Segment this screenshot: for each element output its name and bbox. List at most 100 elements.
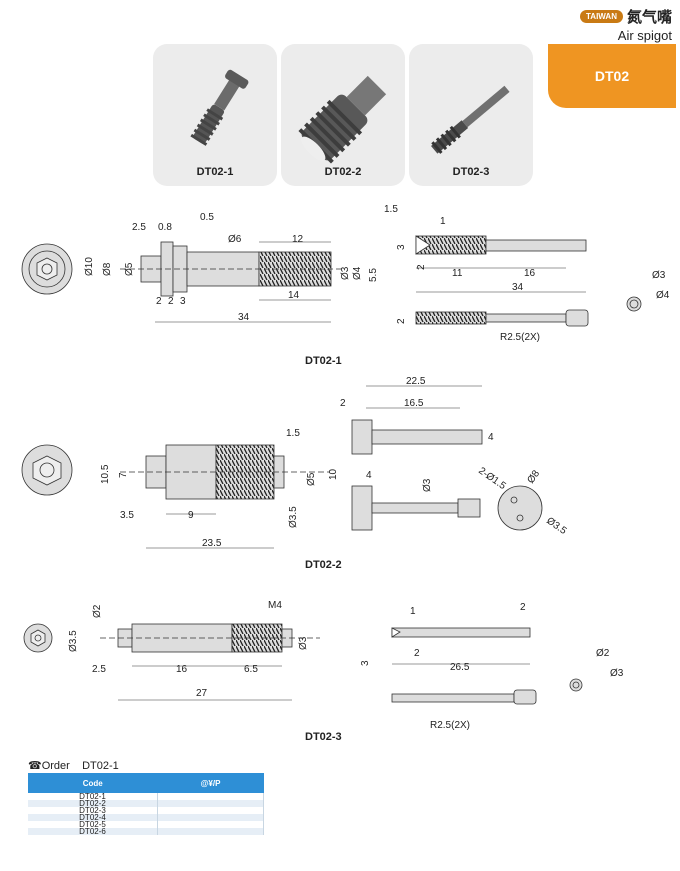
- dim-label: 10.5: [100, 464, 111, 484]
- price-cell[interactable]: [157, 807, 264, 814]
- phone-icon: ☎: [28, 760, 42, 772]
- code-cell: DT02-6: [28, 828, 158, 836]
- dim-label: 2-Ø1.5: [476, 465, 508, 492]
- photo-caption: DT02-1: [196, 166, 234, 178]
- dim-label: 1.5: [384, 204, 398, 215]
- price-cell[interactable]: [157, 828, 264, 835]
- dim-label: Ø6: [228, 234, 242, 245]
- dim-label: Ø2: [92, 604, 103, 618]
- dim-label: Ø3: [340, 266, 351, 280]
- dim-label: 5.5: [368, 268, 379, 282]
- dim-label: 27: [196, 688, 208, 699]
- dim-label: 1: [410, 606, 416, 617]
- table-row: DT02-1: [28, 793, 264, 801]
- taiwan-logo: TAIWAN: [580, 10, 623, 23]
- title-zh: 氮气嘴: [626, 9, 672, 26]
- technical-drawings: 2.5 0.8 0.5 Ø6 12 Ø10 Ø8 Ø5 Ø3 Ø4 5.5 2 …: [21, 204, 670, 743]
- price-cell[interactable]: [157, 800, 264, 807]
- dim-label: 4: [366, 470, 372, 481]
- dim-label: 3: [180, 296, 186, 307]
- dim-label: Ø4: [656, 290, 670, 301]
- dim-label: Ø8: [525, 468, 542, 486]
- dim-label: Ø3: [422, 478, 433, 492]
- drawing-caption-dt02-1: DT02-1: [305, 355, 342, 367]
- spigot-photo-icon: [298, 75, 387, 164]
- dim-label: 2: [416, 264, 427, 270]
- dim-label: 2: [168, 296, 174, 307]
- table-row: DT02-3: [28, 807, 264, 815]
- dim-label: 11: [452, 268, 463, 279]
- dim-label: Ø8: [102, 262, 113, 276]
- dim-label: 1: [440, 216, 446, 227]
- dim-label: Ø3.5: [68, 630, 79, 652]
- dim-label: 0.5: [200, 212, 214, 223]
- dim-label: 23.5: [202, 538, 222, 549]
- dim-label: 4: [488, 432, 494, 443]
- dim-label: Ø10: [84, 257, 95, 276]
- photo-dt02-2: DT02-2: [281, 44, 405, 186]
- dim-label: 16: [524, 268, 536, 279]
- dim-label: Ø3.5: [288, 506, 299, 528]
- dim-label: 3.5: [120, 510, 134, 521]
- order-label: Order: [41, 760, 70, 772]
- dim-label: 2: [156, 296, 162, 307]
- dim-label: 9: [188, 510, 194, 521]
- dim-label: Ø3: [298, 636, 309, 650]
- dim-label: 22.5: [406, 376, 426, 387]
- code-cell: DT02-1: [28, 793, 158, 801]
- dim-label: 2: [414, 648, 420, 659]
- title-en: Air spigot: [617, 28, 672, 43]
- table-row: DT02-6: [28, 828, 264, 836]
- dim-label: 26.5: [450, 662, 470, 673]
- dim-label: 2: [340, 398, 346, 409]
- photo-caption: DT02-2: [324, 166, 362, 178]
- code-cell: DT02-2: [28, 800, 158, 808]
- table-row: DT02-2: [28, 800, 264, 808]
- price-cell[interactable]: [157, 814, 264, 821]
- photo-dt02-3: DT02-3: [409, 44, 533, 186]
- column-header-price: @¥/P: [157, 773, 264, 793]
- dim-label: 6.5: [244, 664, 258, 675]
- drawing-caption-dt02-3: DT02-3: [305, 731, 342, 743]
- spigot-photo-icon: [190, 69, 249, 146]
- dim-label: M4: [268, 600, 282, 611]
- dim-label: 16.5: [404, 398, 424, 409]
- table-row: DT02-5: [28, 821, 264, 829]
- dim-label: Ø5: [306, 472, 317, 486]
- order-example: DT02-1: [82, 760, 119, 772]
- dim-label: 16: [176, 664, 188, 675]
- dim-label: Ø3.5: [544, 515, 568, 537]
- dim-label: 2: [520, 602, 526, 613]
- dim-label: 2.5: [92, 664, 106, 675]
- table-row: DT02-4: [28, 814, 264, 822]
- code-cell: DT02-5: [28, 821, 158, 829]
- spigot-photo-icon: [431, 85, 510, 154]
- dt02-1-dims: 2.5 0.8 0.5 Ø6 12 Ø10 Ø8 Ø5 Ø3 Ø4 5.5 2 …: [84, 204, 670, 343]
- dim-label: 14: [288, 290, 300, 301]
- dim-label: R2.5(2X): [500, 332, 540, 343]
- dim-label: 3: [360, 660, 371, 666]
- photo-caption: DT02-3: [452, 166, 490, 178]
- dim-label: Ø5: [124, 262, 135, 276]
- dim-label: Ø3: [610, 668, 624, 679]
- price-cell[interactable]: [157, 821, 264, 828]
- dim-label: 7: [118, 472, 129, 478]
- dim-label: 12: [292, 234, 304, 245]
- dim-label: 10: [328, 468, 339, 480]
- column-header-code: Code: [28, 773, 158, 793]
- dim-label: 2: [396, 318, 407, 324]
- dim-label: 2.5: [132, 222, 146, 233]
- dim-label: 0.8: [158, 222, 172, 233]
- dt02-3-dims: M4 Ø2 Ø3.5 Ø3 2.5 16 6.5 27 1 2 3 2 26.5…: [68, 600, 624, 731]
- dim-label: R2.5(2X): [430, 720, 470, 731]
- order-table: Code @¥/P DT02-1 DT02-2 DT02-3 DT02-4 DT…: [28, 773, 264, 836]
- dim-label: Ø3: [652, 270, 666, 281]
- dim-label: 34: [512, 282, 524, 293]
- dim-label: Ø2: [596, 648, 610, 659]
- code-cell: DT02-3: [28, 807, 158, 815]
- model-tab: DT02: [548, 44, 676, 108]
- dim-label: 34: [238, 312, 250, 323]
- price-cell[interactable]: [157, 793, 264, 800]
- photo-dt02-1: DT02-1: [153, 44, 277, 186]
